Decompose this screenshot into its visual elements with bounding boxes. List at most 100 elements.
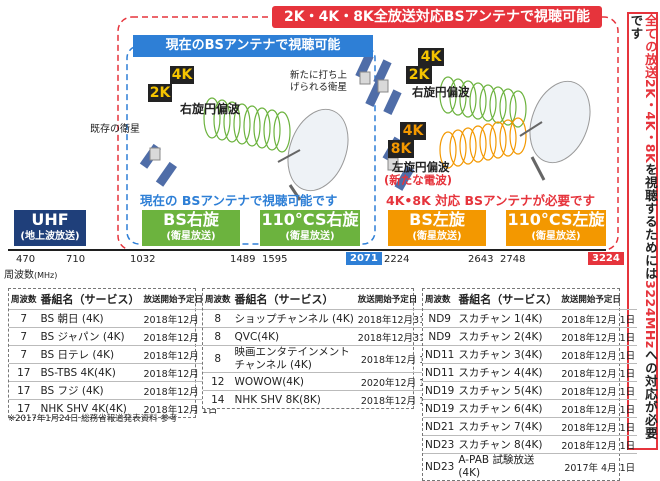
t3-header-date: 放送開始予定日: [561, 295, 621, 305]
cell-name: スカチャン 2(4K): [456, 327, 560, 346]
cell-ch: ND11: [423, 345, 457, 364]
cell-date: 2018年12月 1日: [559, 345, 638, 364]
cell-name: スカチャン 7(4K): [456, 417, 560, 436]
cell-ch: 12: [203, 372, 233, 391]
cell-ch: 17: [9, 381, 39, 400]
footnote: ※2017年1月24日 総務省報道発表資料 参考: [8, 414, 178, 424]
cell-date: 2018年12月 1日: [559, 309, 638, 328]
cell-ch: ND11: [423, 363, 457, 382]
cell-ch: ND23: [423, 453, 457, 480]
cell-date: 2017年 4月 1日: [559, 453, 638, 480]
cell-date: 2018年12月 1日: [559, 417, 638, 436]
cell-date: 2018年12月 1日: [141, 309, 220, 328]
band-bs-right-main: BS右旋: [163, 210, 219, 229]
cell-ch: ND19: [423, 381, 457, 400]
tick-3224: 3224: [588, 252, 624, 265]
band-bs-right: BS右旋 (衛星放送): [142, 210, 240, 246]
cell-ch: 7: [9, 345, 39, 364]
cell-name: 映画エンタテインメントチャンネル (4K): [232, 345, 356, 373]
cell-date: 2018年12月 1日: [355, 390, 437, 408]
right-right-polarization-label: 右旋円偏波: [412, 85, 470, 99]
tick-2071: 2071: [346, 252, 382, 265]
cell-name: BS-TBS 4K(4K): [38, 363, 142, 382]
band-bs-right-sub: (衛星放送): [166, 231, 216, 242]
badge-2k-right: 2K: [406, 66, 432, 84]
cell-ch: 7: [9, 327, 39, 346]
right-dish-antenna-icon: [519, 80, 591, 181]
t2-header-date: 放送開始予定日: [357, 295, 418, 305]
t3-header-name: 番組名（サービス）: [458, 293, 558, 306]
existing-satellite-label: 既存の衛星: [90, 124, 140, 135]
cell-ch: 8: [203, 327, 233, 346]
vertical-note-part1: 全ての放送2K・4K・8K: [642, 14, 658, 164]
band-cs-right: 110°CS右旋 (衛星放送): [260, 210, 360, 246]
cell-ch: 17: [9, 363, 39, 382]
cell-name: BS 朝日 (4K): [38, 309, 142, 328]
tick-1595: 1595: [262, 254, 288, 265]
cell-ch: ND19: [423, 399, 457, 418]
cell-date: 2018年12月 1日: [141, 363, 220, 382]
band-cs-left-sub: (衛星放送): [531, 231, 581, 242]
band-cs-left-main: 110°CS左旋: [507, 210, 605, 229]
tick-470: 470: [16, 254, 36, 265]
band-cs-right-main: 110°CS右旋: [261, 210, 359, 229]
cell-name: BS 日テレ (4K): [38, 345, 142, 364]
cell-ch: 8: [203, 345, 233, 373]
cell-name: QVC(4K): [232, 327, 356, 346]
cell-date: 2020年12月 1日: [355, 372, 437, 391]
left-right-polarization-label: 右旋円偏波: [180, 102, 241, 116]
band-bs-left-sub: (衛星放送): [412, 231, 462, 242]
right-right-polarized-wave: [439, 76, 527, 128]
vertical-note-part3: 3224MHz: [642, 280, 658, 349]
cell-ch: ND9: [423, 327, 457, 346]
cell-name: スカチャン 4(4K): [456, 363, 560, 382]
cell-date: 2018年12月 1日: [141, 327, 220, 346]
cell-ch: 17: [9, 399, 39, 417]
t2-header-name: 番組名（サービス）: [234, 293, 334, 306]
badge-2k-left: 2K: [148, 84, 172, 102]
tick-1489: 1489: [230, 254, 256, 265]
cell-ch: 8: [203, 309, 233, 328]
cell-date: 2018年12月 1日: [559, 381, 638, 400]
left-dish-antenna-icon: [277, 108, 349, 201]
tick-1032: 1032: [130, 254, 156, 265]
need-antenna-label: 4K•8K 対応 BSアンテナが必要です: [386, 193, 595, 208]
cell-date: 2018年12月 1日: [141, 381, 220, 400]
existing-satellite-icon: [139, 143, 177, 187]
cell-name: BS ジャパン (4K): [38, 327, 142, 346]
tick-2748: 2748: [500, 254, 526, 265]
left-polarized-wave: [439, 117, 527, 169]
badge-4k-orange: 4K: [400, 122, 426, 140]
t1-header-name: 番組名（サービス）: [40, 293, 140, 306]
cell-ch: 14: [203, 390, 233, 408]
cell-date: 2018年12月 1日: [559, 435, 638, 454]
cell-name: NHK SHV 4K(4K): [38, 399, 142, 417]
cell-date: 2018年12月 1日: [141, 399, 220, 417]
cell-date: 2018年12月 1日: [559, 399, 638, 418]
cell-ch: ND9: [423, 309, 457, 328]
band-cs-right-sub: (衛星放送): [285, 231, 335, 242]
band-bs-left: BS左旋 (衛星放送): [388, 210, 486, 246]
cell-date: 2018年12月 1日: [559, 363, 638, 382]
axis-label-text: 周波数: [4, 270, 34, 281]
t2-header-ch: 周波数: [205, 295, 231, 305]
cell-name: NHK SHV 8K(8K): [232, 390, 356, 408]
